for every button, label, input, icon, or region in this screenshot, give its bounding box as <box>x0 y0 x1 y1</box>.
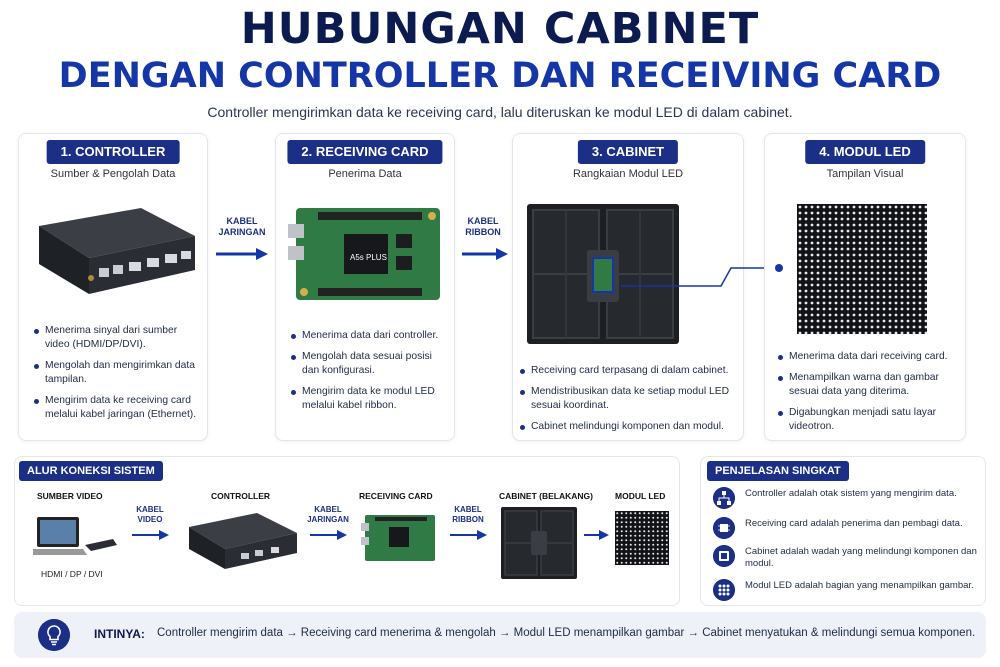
controller-device-image <box>39 208 195 294</box>
arrow-right-icon <box>132 530 169 540</box>
list-item: Menampilkan warna dan gambar sesuai data… <box>777 371 963 399</box>
card-cabinet: 3. CABINET Rangkaian Modul LED Receiving… <box>512 133 781 441</box>
card-modul-led-label: 4. MODUL LED <box>805 140 925 164</box>
list-item: Menerima data dari receiving card. <box>777 350 963 364</box>
list-item: Mengirim data ke receiving card melalui … <box>33 394 203 422</box>
chip-label: A5s PLUS <box>350 253 387 262</box>
explanation-title: PENJELASAN SINGKAT <box>707 461 849 481</box>
card-controller-sub: Sumber & Pengolah Data <box>50 168 176 180</box>
summary-text: Controller mengirim data → Receiving car… <box>157 627 976 639</box>
flow-title: ALUR KONEKSI SISTEM <box>19 461 163 481</box>
flow-link-kabel-ribbon: KABEL RIBBON <box>443 505 493 525</box>
explanation-item: Cabinet adalah wadah yang melindungi kom… <box>713 545 977 575</box>
receiving-card-image: A5s PLUS <box>288 208 440 300</box>
connector-line2: JARINGAN <box>218 227 266 237</box>
list-item: Mendistribusikan data ke setiap modul LE… <box>519 385 739 413</box>
explanation-text: Cabinet adalah wadah yang melindungi kom… <box>745 546 977 569</box>
led-module-icon <box>615 511 669 565</box>
connector-line2: VIDEO <box>137 515 163 524</box>
card-cabinet-label: 3. CABINET <box>577 140 679 164</box>
arrow-right-icon <box>584 530 609 540</box>
connector-line1: KABEL <box>467 216 499 226</box>
card-cabinet-sub: Rangkaian Modul LED <box>572 168 684 180</box>
connector-kabel-ribbon: KABEL RIBBON <box>458 216 508 238</box>
list-item: Mengolah data sesuai posisi dan konfigur… <box>290 350 450 378</box>
connection-dot-icon <box>775 264 783 272</box>
card-receiving: 2. RECEIVING CARD Penerima Data A5s PLUS… <box>275 133 455 441</box>
cabinet-icon <box>713 545 735 567</box>
explanation-item: Controller adalah otak sistem yang mengi… <box>713 487 977 517</box>
led-grid-icon <box>713 579 735 601</box>
flow-node-controller: CONTROLLER <box>211 491 271 501</box>
card-receiving-bullets: Menerima data dari controller. Mengolah … <box>290 329 450 420</box>
connector-line2: RIBBON <box>452 515 484 524</box>
list-item: Menerima sinyal dari sumber video (HDMI/… <box>33 324 203 352</box>
flow-link-kabel-jaringan: KABEL JARINGAN <box>303 505 353 525</box>
connector-kabel-jaringan: KABEL JARINGAN <box>214 216 270 238</box>
card-cabinet-bullets: Receiving card terpasang di dalam cabine… <box>519 364 739 441</box>
card-controller-bullets: Menerima sinyal dari sumber video (HDMI/… <box>33 324 203 429</box>
flow-node-receiving-card: RECEIVING CARD <box>359 491 433 501</box>
arrow-right-icon <box>450 530 487 540</box>
connector-line1: KABEL <box>454 505 482 514</box>
flow-node-sumber-video: SUMBER VIDEO <box>37 491 103 501</box>
explanation-item: Modul LED adalah bagian yang menampilkan… <box>713 579 977 609</box>
card-modul-led: 4. MODUL LED Tampilan Visual Menerima da… <box>764 133 966 441</box>
page-title-line2: DENGAN CONTROLLER DAN RECEIVING CARD <box>58 56 942 96</box>
explanation-text: Controller adalah otak sistem yang mengi… <box>745 488 957 499</box>
network-icon <box>713 487 735 509</box>
explanation-panel: PENJELASAN SINGKAT Controller adalah ota… <box>700 456 986 606</box>
page-title: HUBUNGAN CABINET <box>240 4 760 54</box>
flow-link-kabel-video: KABEL VIDEO <box>125 505 175 525</box>
list-item: Receiving card terpasang di dalam cabine… <box>519 364 739 378</box>
chip-icon <box>713 517 735 539</box>
explanation-text: Modul LED adalah bagian yang menampilkan… <box>745 580 974 591</box>
controller-icon <box>189 513 297 569</box>
cabinet-icon <box>501 507 577 579</box>
list-item: Cabinet melindungi komponen dan modul. <box>519 420 739 434</box>
receiving-card-icon <box>361 515 435 561</box>
connector-line1: KABEL <box>226 216 258 226</box>
arrow-right-icon <box>462 248 508 260</box>
page-subtitle: Controller mengirimkan data ke receiving… <box>207 104 793 120</box>
card-modul-led-sub: Tampilan Visual <box>826 168 904 180</box>
flow-node-modul-led: MODUL LED <box>615 491 666 501</box>
lightbulb-icon <box>38 619 70 651</box>
flow-panel: ALUR KONEKSI SISTEM SUMBER VIDEO HDMI / … <box>14 456 680 606</box>
arrow-right-icon <box>310 530 347 540</box>
list-item: Menerima data dari controller. <box>290 329 450 343</box>
explanation-text: Receiving card adalah penerima dan pemba… <box>745 518 963 529</box>
list-item: Mengolah dan mengirimkan data tampilan. <box>33 359 203 387</box>
card-receiving-sub: Penerima Data <box>328 168 402 180</box>
cabinet-image <box>527 204 679 344</box>
summary-key: INTINYA: <box>94 627 145 641</box>
list-item: Mengirim data ke modul LED melalui kabel… <box>290 385 450 413</box>
flow-node-sumber-video-caption: HDMI / DP / DVI <box>41 569 103 579</box>
summary-bar: INTINYA: Controller mengirim data → Rece… <box>14 612 986 658</box>
card-controller: 1. CONTROLLER Sumber & Pengolah Data Men… <box>18 133 208 441</box>
laptop-icon <box>33 517 117 555</box>
card-modul-led-bullets: Menerima data dari receiving card. Menam… <box>777 350 963 441</box>
connector-line1: KABEL <box>314 505 342 514</box>
connection-line <box>621 267 781 287</box>
explanation-item: Receiving card adalah penerima dan pemba… <box>713 517 977 547</box>
card-receiving-label: 2. RECEIVING CARD <box>287 140 443 164</box>
card-controller-label: 1. CONTROLLER <box>46 140 180 164</box>
flow-node-cabinet: CABINET (BELAKANG) <box>499 491 593 501</box>
arrow-right-icon <box>216 248 268 260</box>
list-item: Digabungkan menjadi satu layar videotron… <box>777 406 963 434</box>
connector-line2: JARINGAN <box>307 515 349 524</box>
led-module-image <box>797 204 927 334</box>
connector-line2: RIBBON <box>465 227 501 237</box>
connector-line1: KABEL <box>136 505 164 514</box>
